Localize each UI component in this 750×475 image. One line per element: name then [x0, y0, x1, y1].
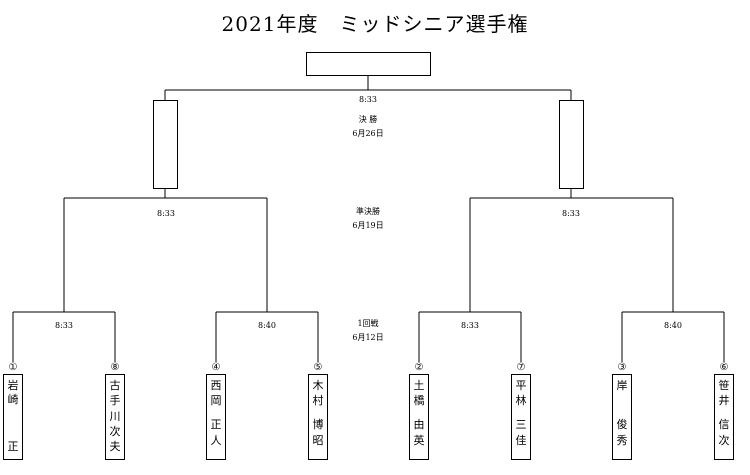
final-time: 8:33 [359, 95, 377, 104]
seed-number: ⑦ [516, 362, 526, 373]
player-name-box: 西 岡 正 人 [206, 374, 226, 460]
final-round-label: 決 勝 6月26日 [338, 113, 398, 141]
first-time-1: 8:33 [55, 321, 73, 330]
semifinal-round-label: 準決勝 6月19日 [338, 205, 398, 233]
seed-number: ⑤ [313, 362, 323, 373]
final-date: 6月26日 [352, 129, 384, 138]
first-time-2: 8:40 [258, 321, 276, 330]
first-round-label: 1回戦 6月12日 [338, 317, 398, 345]
player-name-box: 木 村 博 昭 [308, 374, 328, 460]
first-time-3: 8:33 [461, 321, 479, 330]
player-name-box: 岸 俊 秀 [612, 374, 632, 460]
page-title: 2021年度 ミッドシニア選手権 [221, 12, 529, 36]
finalist-box-right [559, 100, 584, 189]
seed-number: ⑧ [110, 362, 120, 373]
player-name-box: 古 手 川 次 夫 [105, 374, 125, 460]
seed-number: ① [8, 362, 18, 373]
first-time-4: 8:40 [664, 321, 682, 330]
semifinal-time-right: 8:33 [562, 209, 580, 218]
first-date: 6月12日 [352, 333, 384, 342]
champion-box [306, 52, 431, 76]
semifinal-time-left: 8:33 [157, 209, 175, 218]
seed-number: ⑥ [719, 362, 729, 373]
player-name-box: 土 橋 由 英 [409, 374, 429, 460]
finalist-box-left [153, 100, 178, 189]
seed-number: ② [414, 362, 424, 373]
first-label: 1回戦 [357, 319, 379, 328]
semifinal-date: 6月19日 [352, 221, 384, 230]
final-label: 決 勝 [358, 115, 378, 124]
player-name-box: 笹 井 信 次 [714, 374, 734, 460]
seed-number: ③ [617, 362, 627, 373]
player-name-box: 平 林 三 佳 [511, 374, 531, 460]
player-name-box: 岩 崎 正 [3, 374, 23, 460]
semifinal-label: 準決勝 [356, 207, 380, 216]
seed-number: ④ [211, 362, 221, 373]
